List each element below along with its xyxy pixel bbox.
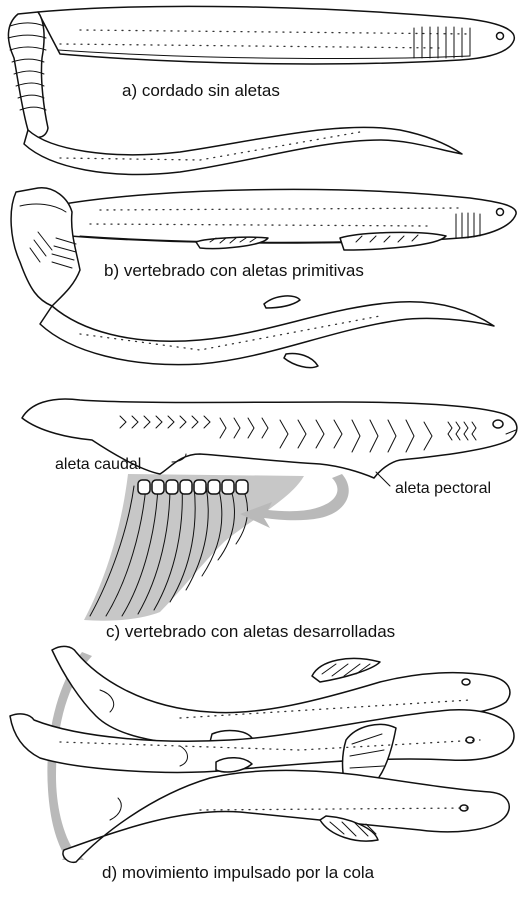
fish-bottom-tail [63, 770, 509, 862]
caption-c: c) vertebrado con aletas desarrolladas [106, 622, 395, 641]
primitive-tail [40, 302, 494, 365]
bent-body [8, 12, 48, 137]
pectoral-fin-primitive [340, 232, 446, 250]
pelvic-fin [196, 237, 268, 248]
caption-b: b) vertebrado con aletas primitivas [104, 261, 364, 280]
chordate-tail [24, 127, 462, 174]
bent-body-b [11, 188, 80, 306]
panel-d: d) movimiento impulsado por la cola [10, 646, 514, 882]
panel-c: aleta caudal aleta pectoral c) vertebrad… [22, 399, 517, 641]
panel-a: a) cordado sin aletas [8, 6, 514, 174]
developed-caudal-fin [84, 474, 304, 621]
label-caudal: aleta caudal [55, 456, 141, 473]
primitive-body [64, 189, 516, 243]
fish-middle-pelvic [216, 758, 252, 772]
caption-d: d) movimiento impulsado por la cola [102, 863, 375, 882]
tail-fin-top [264, 296, 300, 308]
label-pectoral: aleta pectoral [395, 480, 491, 497]
tail-fin-bottom [284, 354, 318, 368]
chordate-body [38, 6, 514, 64]
fish-bottom [63, 770, 509, 862]
leader-pectoral [376, 472, 390, 486]
panel-b: b) vertebrado con aletas primitivas [11, 188, 516, 368]
fish-top-fin-upper [312, 658, 380, 682]
caption-a: a) cordado sin aletas [122, 81, 280, 100]
